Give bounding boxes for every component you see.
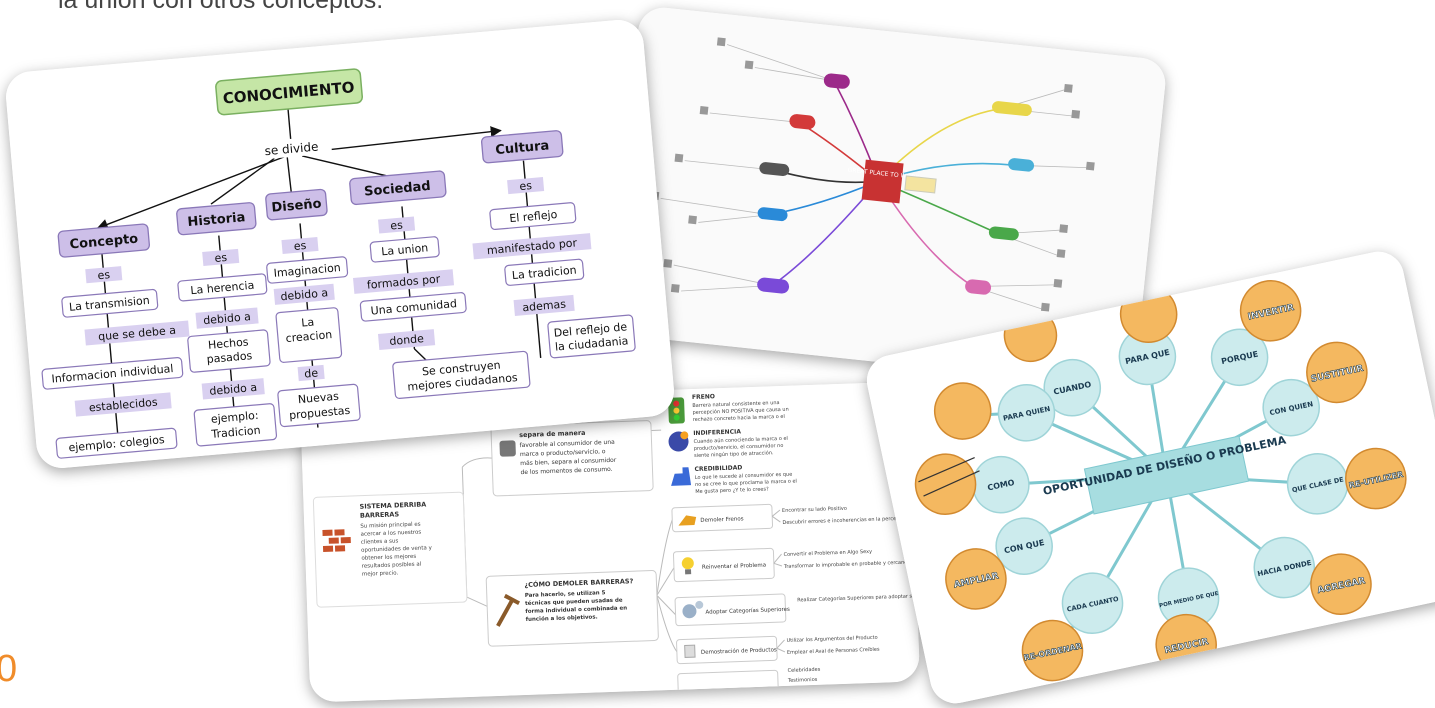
credibilidad-title: CREDIBILIDAD bbox=[694, 464, 742, 473]
svg-text:marca o producto/servicio, o: marca o producto/servicio, o bbox=[520, 448, 606, 458]
svg-text:propuestas: propuestas bbox=[289, 404, 351, 422]
svg-text:SISTEMA DERRIBA: SISTEMA DERRIBA bbox=[359, 500, 426, 510]
concept-node: La herencia bbox=[190, 279, 255, 298]
svg-text:producto/servicio, el consumid: producto/servicio, el consumidor no bbox=[694, 443, 784, 452]
technique-detail: Testimonios bbox=[787, 677, 818, 684]
svg-text:más bien, separa al consumidor: más bien, separa al consumidor bbox=[520, 457, 617, 467]
technique-detail: Encontrar su lado Positivo bbox=[782, 506, 847, 514]
svg-text:Su misión principal es: Su misión principal es bbox=[360, 521, 421, 530]
technique-label: Adoptar Categorías Superiores bbox=[705, 606, 790, 616]
freno-title: FRENO bbox=[692, 393, 715, 401]
svg-text:Barrera natural consistente en: Barrera natural consistente en una bbox=[692, 400, 779, 409]
technique-label: Demoler Frenos bbox=[700, 516, 744, 524]
opportunity-diagram-image: OPORTUNIDAD DE DISEÑO O PROBLEMA CUANDO … bbox=[862, 246, 1435, 708]
technique-detail: Descubrir errores e incoherencias en la … bbox=[782, 515, 909, 526]
concept-map-image: CONOCIMIENTO se divide Concepto Historia… bbox=[3, 17, 677, 471]
concept-node: La union bbox=[381, 241, 429, 258]
svg-text:rechazo concreto hacia la marc: rechazo concreto hacia la marca o el bbox=[693, 414, 785, 423]
svg-text:la ciudadania: la ciudadania bbox=[554, 334, 628, 353]
svg-text:acercar a los nuestros: acercar a los nuestros bbox=[360, 530, 421, 538]
svg-text:mejor precio.: mejor precio. bbox=[362, 570, 399, 577]
svg-text:Me gusta pero ¿Y te lo crees?: Me gusta pero ¿Y te lo crees? bbox=[695, 486, 769, 495]
technique-detail: Utilizar los Argumentos del Producto bbox=[786, 635, 877, 644]
technique-label: Demostración de Productos bbox=[701, 646, 777, 656]
svg-text:percepción NO POSITIVA que cau: percepción NO POSITIVA que causa un bbox=[692, 406, 788, 416]
category-label: Diseño bbox=[271, 196, 322, 215]
concept-node: es bbox=[519, 179, 533, 193]
concept-node: es bbox=[293, 239, 307, 253]
svg-text:Para hacerlo, se utilizan 5: Para hacerlo, se utilizan 5 bbox=[525, 590, 606, 599]
concept-node: La tradicion bbox=[511, 264, 577, 283]
svg-text:oportunidades de venta y: oportunidades de venta y bbox=[361, 545, 433, 553]
category-label: Concepto bbox=[69, 232, 139, 253]
technique-detail: Transformar lo improbable en probable y … bbox=[783, 560, 908, 570]
svg-text:no se cree lo que proclama la: no se cree lo que proclama la marca o el bbox=[695, 478, 797, 488]
svg-text:Hechos: Hechos bbox=[208, 335, 250, 352]
concept-node: de bbox=[304, 366, 319, 380]
concept-node: debido a bbox=[209, 381, 258, 398]
concept-node: es bbox=[97, 268, 111, 282]
concept-node: donde bbox=[389, 332, 425, 348]
svg-text:Lo que le sucede al consumidor: Lo que le sucede al consumidor es que bbox=[695, 472, 793, 481]
indiferencia-title: INDIFERENCIA bbox=[693, 428, 741, 437]
como-title: ¿CÓMO DEMOLER BARRERAS? bbox=[524, 576, 633, 589]
svg-text:Del reflejo de: Del reflejo de bbox=[553, 320, 628, 339]
concept-node: ademas bbox=[522, 298, 567, 315]
concept-node: Imaginacion bbox=[273, 261, 341, 280]
svg-text:clientes a sus: clientes a sus bbox=[361, 538, 399, 545]
concept-node: El reflejo bbox=[509, 208, 558, 225]
svg-text:siente ningún tipo de atracció: siente ningún tipo de atracción. bbox=[694, 449, 774, 459]
page-caption: la unión con otros conceptos. bbox=[58, 0, 384, 14]
svg-text:Tradicion: Tradicion bbox=[210, 424, 261, 441]
category-label: Cultura bbox=[495, 138, 550, 158]
category-label: Historia bbox=[187, 210, 246, 230]
svg-text:técnicas que pueden usadas de: técnicas que pueden usadas de bbox=[525, 597, 623, 607]
svg-text:Cuando aún conociendo la marca: Cuando aún conociendo la marca o el bbox=[693, 435, 788, 445]
concept-map-divider: se divide bbox=[264, 140, 319, 159]
concept-node: es bbox=[390, 218, 404, 232]
svg-text:pasados: pasados bbox=[206, 349, 253, 366]
svg-text:BARRERAS: BARRERAS bbox=[360, 510, 400, 519]
concept-node: debido a bbox=[280, 286, 329, 303]
category-label: Sociedad bbox=[364, 179, 432, 200]
technique-label: Reinventar el Problema bbox=[702, 563, 766, 571]
page-mark: 0 bbox=[0, 648, 18, 690]
svg-text:obtener los mejores: obtener los mejores bbox=[361, 554, 416, 562]
mind-map-image: GREAT PLACE TO WORK bbox=[606, 5, 1168, 389]
svg-text:ejemplo:: ejemplo: bbox=[210, 409, 259, 426]
separa-text-1: separa de manera bbox=[519, 429, 586, 439]
svg-text:creacion: creacion bbox=[285, 328, 333, 345]
concept-node: debido a bbox=[203, 310, 252, 327]
svg-text:separa de manera: separa de manera bbox=[519, 429, 586, 439]
technique-detail: Emplear el Aval de Personas Creíbles bbox=[787, 646, 880, 656]
svg-text:La: La bbox=[301, 316, 315, 330]
technique-detail: Celebridades bbox=[788, 667, 821, 674]
svg-text:resultados posibles al: resultados posibles al bbox=[362, 562, 422, 570]
svg-text:favorable al consumidor de una: favorable al consumidor de una bbox=[519, 439, 615, 449]
technique-detail: Convertir el Problema en Algo Sexy bbox=[783, 549, 872, 558]
barriers-document-image: separa de manera favorable al consumidor… bbox=[299, 381, 921, 703]
svg-text:Nuevas: Nuevas bbox=[297, 390, 339, 407]
svg-text:de los momentos de consumo.: de los momentos de consumo. bbox=[520, 466, 612, 476]
svg-text:forma individual o combinada e: forma individual o combinada en bbox=[525, 605, 627, 615]
concept-node: establecidos bbox=[88, 396, 158, 415]
svg-text:función a los objetivos.: función a los objetivos. bbox=[526, 613, 598, 623]
concept-node: formados por bbox=[366, 272, 441, 291]
concept-node: es bbox=[214, 251, 228, 265]
